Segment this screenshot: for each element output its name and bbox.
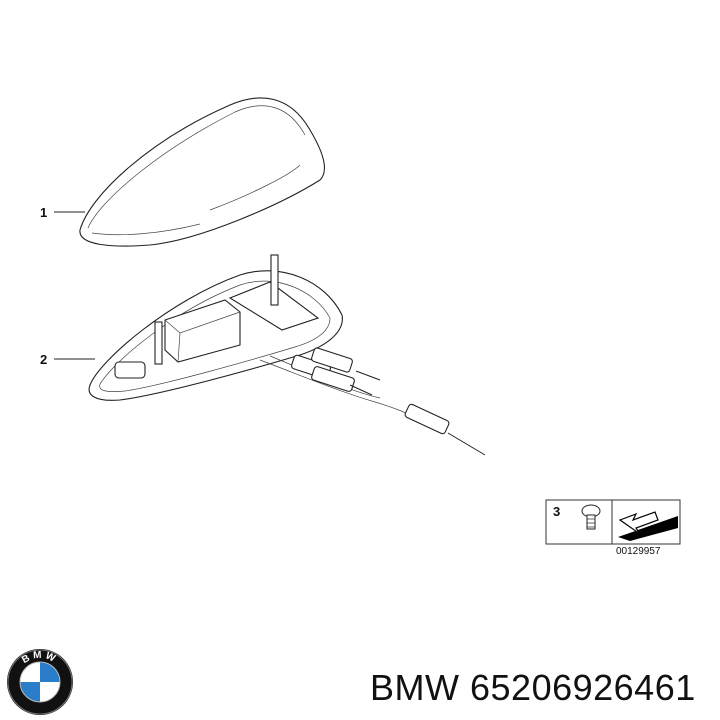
logo-text: BMW	[20, 650, 56, 666]
part-caption: BMW 65206926461	[370, 667, 696, 709]
bmw-logo: BMW	[7, 649, 73, 715]
mounting-arrow-icon	[618, 511, 678, 541]
part-3-box	[545, 499, 681, 545]
callout-2: 2	[40, 352, 47, 367]
callout-1: 1	[40, 205, 47, 220]
caption-part-number: 65206926461	[470, 667, 696, 708]
antenna-cover	[79, 97, 325, 247]
antenna-base	[88, 254, 486, 456]
screw-icon	[581, 504, 601, 530]
callout-3: 3	[553, 504, 560, 519]
reference-number: 00129957	[616, 546, 661, 557]
caption-brand: BMW	[370, 667, 460, 708]
svg-text:BMW: BMW	[20, 650, 59, 666]
